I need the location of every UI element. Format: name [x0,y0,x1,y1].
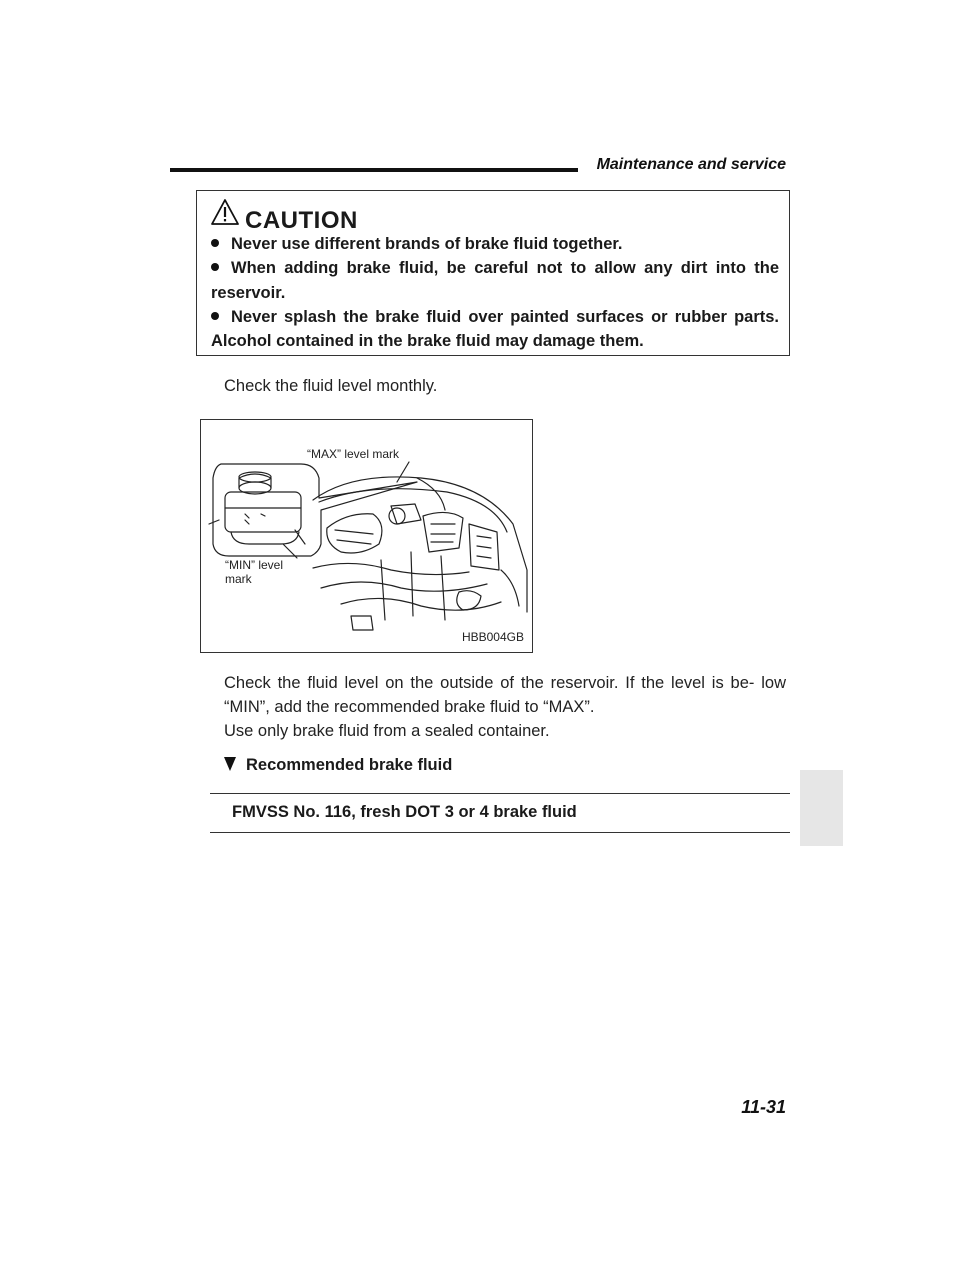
spec-text: FMVSS No. 116, fresh DOT 3 or 4 brake fl… [232,803,577,821]
recommended-heading: Recommended brake fluid [224,756,452,775]
brake-reservoir-figure: “MAX” level mark “MIN” level mark HBB004… [200,419,533,653]
section-thumb-tab [800,770,843,846]
caution-item: Never use different brands of brake flui… [211,232,779,256]
triangle-down-icon [224,757,236,771]
caution-item: Never splash the brake fluid over painte… [211,305,779,354]
min-level-label: “MIN” level mark [225,558,284,586]
caution-item: When adding brake fluid, be careful not … [211,256,779,305]
spec-rule-bottom [210,832,790,833]
bullet-icon [211,311,219,320]
use-only-text: Use only brake fluid from a sealed conta… [224,722,550,740]
page-number: 11-31 [741,1097,786,1117]
check-instructions-text: Check the fluid level on the outside of … [224,671,786,743]
section-title: Maintenance and service [596,156,786,173]
header-rule [170,168,578,172]
max-level-label: “MAX” level mark [307,447,400,461]
caution-title: CAUTION [245,207,358,234]
check-instructions: Check the fluid level on the outside of … [224,674,786,716]
caution-box: CAUTION Never use different brands of br… [196,190,790,356]
caution-item-text: Never use different brands of brake flui… [231,235,623,253]
caution-item-text: When adding brake fluid, be careful not … [211,259,779,302]
bullet-icon [211,263,219,272]
recommended-heading-text: Recommended brake fluid [246,756,453,774]
caution-item-text: Never splash the brake fluid over painte… [211,307,779,351]
spec-rule-top [210,793,790,794]
caution-list: Never use different brands of brake flui… [211,232,779,353]
check-monthly-text: Check the fluid level monthly. [224,377,438,395]
bullet-icon [211,239,219,247]
engine-bay-illustration [208,461,528,631]
warning-triangle-icon [211,199,239,225]
figure-code: HBB004GB [461,630,524,644]
